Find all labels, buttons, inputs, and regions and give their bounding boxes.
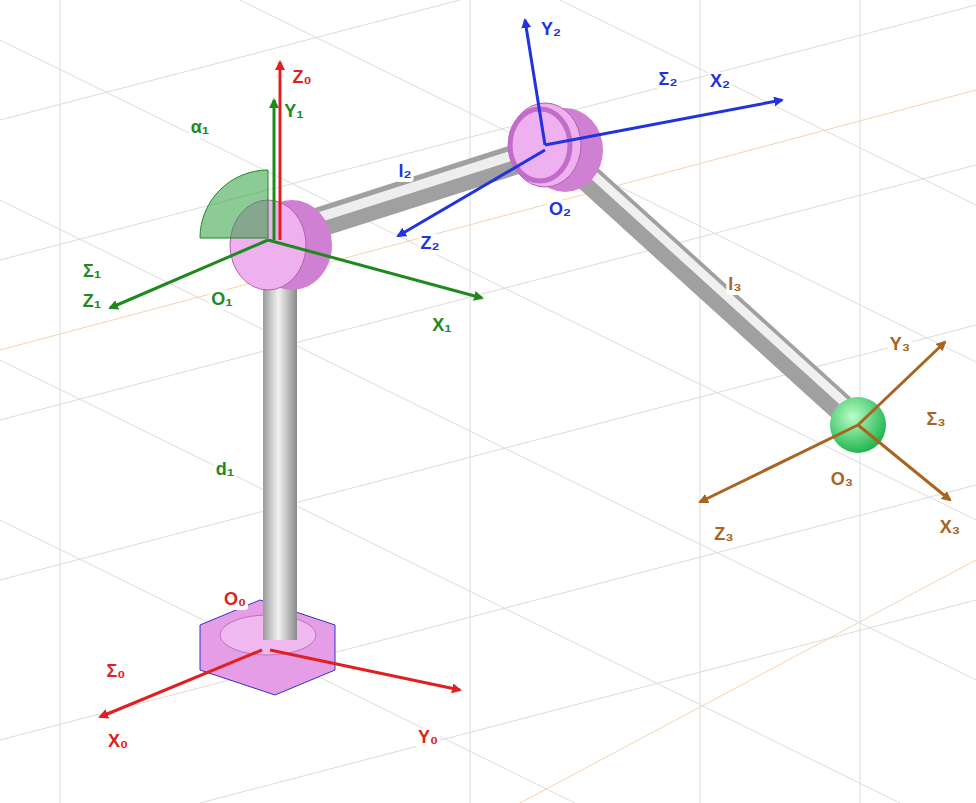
frame-label: Σ₀ xyxy=(105,662,128,682)
link-length: l₃ xyxy=(726,275,743,295)
link-length: d₁ xyxy=(214,460,236,480)
link-length: l₂ xyxy=(397,162,414,182)
axis-label: Y₁ xyxy=(282,102,305,122)
axis-label: Y₀ xyxy=(416,728,440,748)
axis-label: X₃ xyxy=(938,518,962,538)
origin-label: O₀ xyxy=(222,590,248,610)
axis-label: Z₀ xyxy=(290,68,313,88)
origin-label: O₂ xyxy=(547,200,573,220)
frame-label: Σ₁ xyxy=(81,262,103,282)
angle-label: α₁ xyxy=(189,118,212,138)
axis-label: X₀ xyxy=(106,732,130,752)
axis-label: X₂ xyxy=(708,72,732,92)
axis-label: Z₁ xyxy=(81,292,103,312)
origin-label: O₃ xyxy=(829,470,855,490)
axis-label: Y₃ xyxy=(888,335,912,355)
frame-label: Σ₂ xyxy=(657,70,680,90)
origin-label: O₁ xyxy=(209,290,234,310)
axis-label: Z₂ xyxy=(419,234,442,254)
axis-label: Z₃ xyxy=(712,525,735,545)
axis-label: X₁ xyxy=(430,316,453,336)
axis-label: Y₂ xyxy=(539,20,563,40)
frame-label: Σ₃ xyxy=(924,410,947,430)
